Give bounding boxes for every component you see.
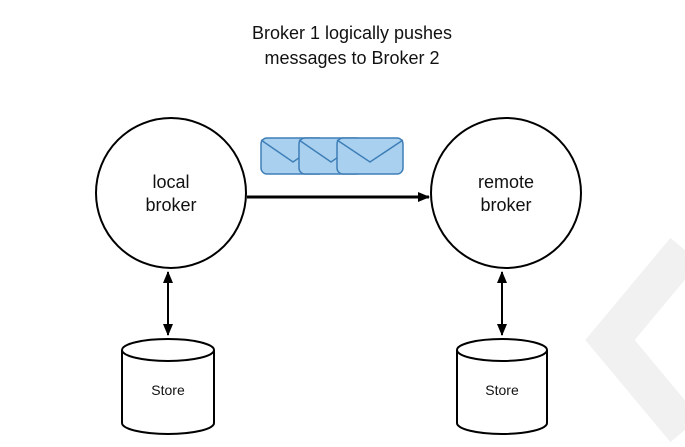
remote-store-cylinder: Store [456, 338, 548, 435]
messages-envelopes-icon [260, 137, 404, 175]
remote-broker-label-line-2: broker [480, 195, 531, 215]
local-store-label: Store [151, 382, 185, 398]
remote-broker-label-line-1: remote [478, 172, 534, 192]
local-broker-label-line-1: local [152, 172, 189, 192]
remote-store-label: Store [485, 382, 519, 398]
local-broker-node: local broker [95, 117, 247, 269]
watermark-chevron-icon [585, 237, 685, 443]
diagram-title-line-2: messages to Broker 2 [264, 48, 439, 68]
remote-broker-node: remote broker [430, 117, 582, 269]
envelope-icon [336, 137, 404, 175]
local-store-cylinder: Store [121, 338, 215, 435]
local-broker-label-line-2: broker [145, 195, 196, 215]
diagram-title-line-1: Broker 1 logically pushes [252, 23, 452, 43]
